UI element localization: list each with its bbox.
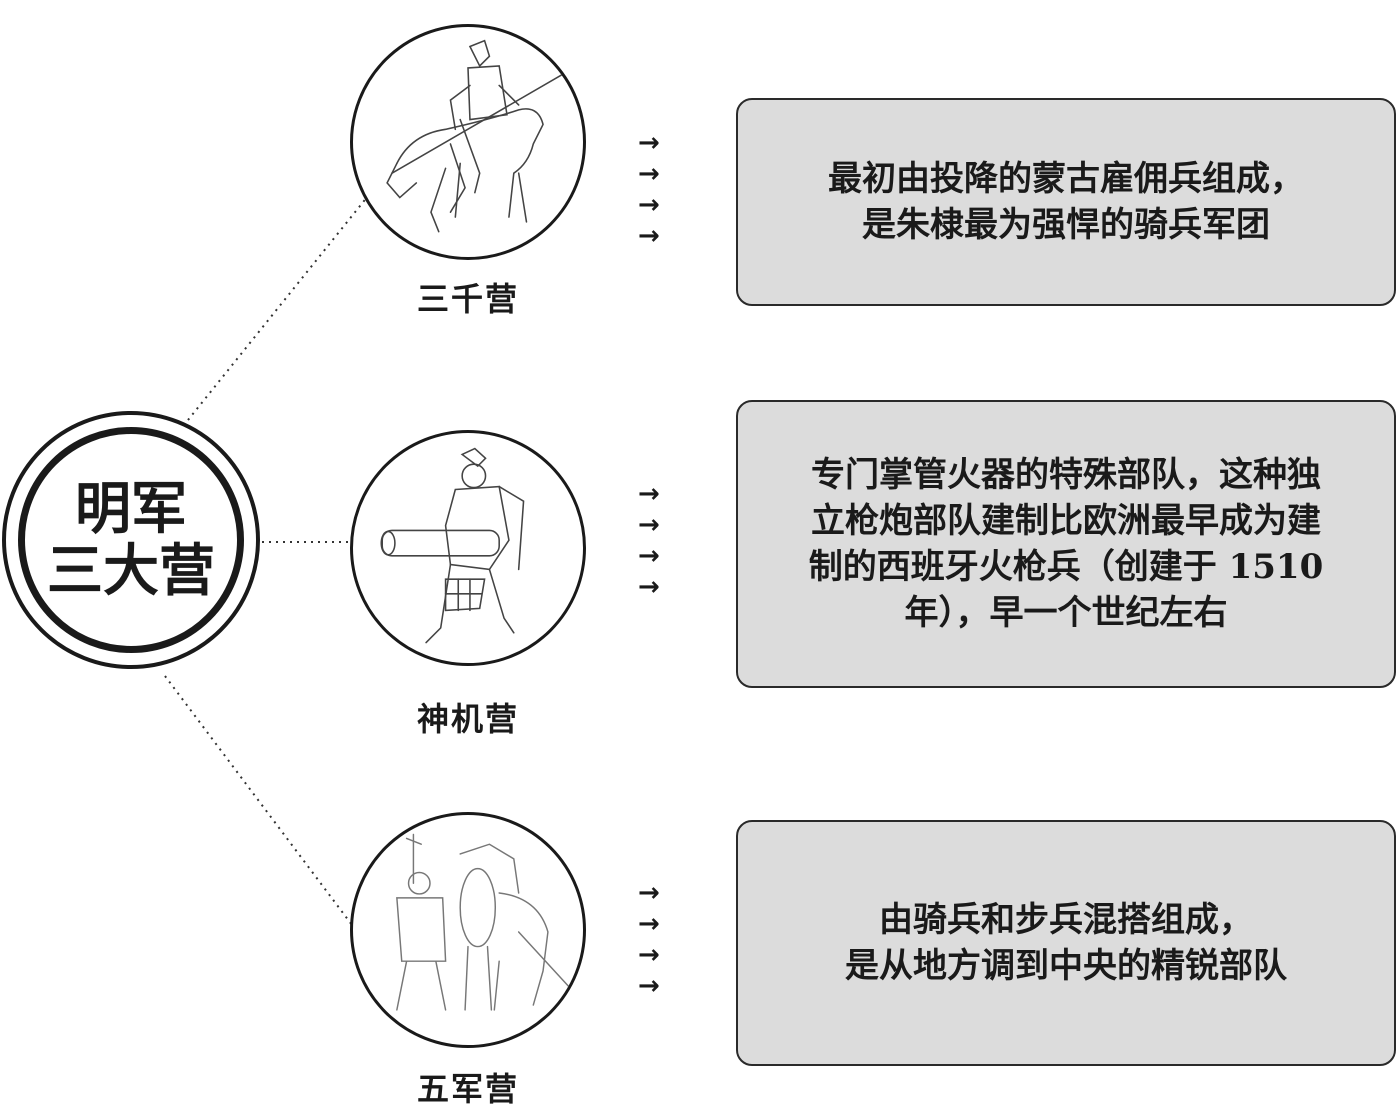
- firearm-soldier-icon: [350, 430, 586, 666]
- center-title-line2: 三大营: [47, 538, 215, 604]
- arrow-icon: →: [638, 878, 660, 908]
- branch-label-wujunying: 五军营: [416, 1070, 519, 1108]
- arrow-icon: →: [638, 940, 660, 970]
- arrow-icon: →: [638, 909, 660, 939]
- desc-line: 最初由投降的蒙古雇佣兵组成，: [828, 159, 1304, 199]
- desc-line: 年），早一个世纪左右: [904, 593, 1228, 633]
- center-title: 明军 三大营: [18, 427, 244, 653]
- description-box-sanqianying: 最初由投降的蒙古雇佣兵组成， 是朱棣最为强悍的骑兵军团: [736, 98, 1396, 306]
- description-box-wujunying: 由骑兵和步兵混搭组成， 是从地方调到中央的精锐部队: [736, 820, 1396, 1066]
- arrow-group-2: → → → →: [638, 479, 672, 603]
- arrow-icon: →: [638, 479, 660, 509]
- arrow-icon: →: [638, 221, 660, 251]
- desc-line: 制的西班牙火枪兵（创建于 1510: [808, 547, 1324, 587]
- arrow-icon: →: [638, 541, 660, 571]
- arrow-group-3: → → → →: [638, 878, 672, 1002]
- branch-label-shenjiying: 神机营: [416, 700, 519, 738]
- center-node: 明军 三大营: [2, 411, 260, 669]
- arrow-group-1: → → → →: [638, 128, 672, 252]
- arrow-icon: →: [638, 128, 660, 158]
- arrow-icon: →: [638, 572, 660, 602]
- desc-line: 是从地方调到中央的精锐部队: [845, 946, 1287, 986]
- mongol-cavalry-rider-icon: [350, 24, 586, 260]
- desc-line: 是朱棣最为强悍的骑兵军团: [862, 205, 1270, 245]
- description-box-shenjiying: 专门掌管火器的特殊部队，这种独 立枪炮部队建制比欧洲最早成为建 制的西班牙火枪兵…: [736, 400, 1396, 688]
- desc-line: 立枪炮部队建制比欧洲最早成为建: [811, 501, 1321, 541]
- connector-top: [187, 195, 369, 421]
- infantry-and-cavalry-icon: [350, 812, 586, 1048]
- arrow-icon: →: [638, 971, 660, 1001]
- center-title-line1: 明军: [75, 476, 187, 542]
- desc-line: 由骑兵和步兵混搭组成，: [879, 900, 1253, 940]
- arrow-icon: →: [638, 159, 660, 189]
- arrow-icon: →: [638, 190, 660, 220]
- desc-line: 专门掌管火器的特殊部队，这种独: [811, 455, 1321, 495]
- connector-bottom: [164, 675, 353, 926]
- branch-label-sanqianying: 三千营: [416, 280, 519, 318]
- arrow-icon: →: [638, 510, 660, 540]
